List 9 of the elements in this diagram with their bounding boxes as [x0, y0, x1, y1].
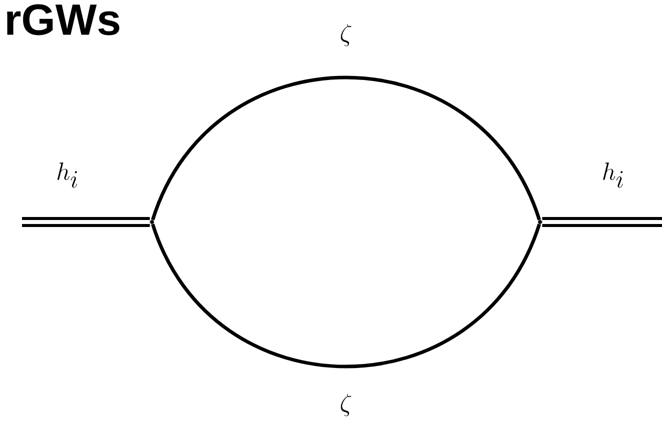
double-line: [542, 217, 662, 227]
edge-label: $h_i$: [600, 162, 626, 188]
edge-label: $\zeta$: [338, 22, 354, 47]
edge-label: $h_i$: [55, 162, 80, 188]
double-line: [22, 217, 150, 227]
propagator-arc: [151, 76, 541, 221]
propagator-arc: [151, 223, 541, 368]
heading: rGWs: [7, 4, 120, 36]
edge-label: $\zeta$: [338, 392, 354, 417]
